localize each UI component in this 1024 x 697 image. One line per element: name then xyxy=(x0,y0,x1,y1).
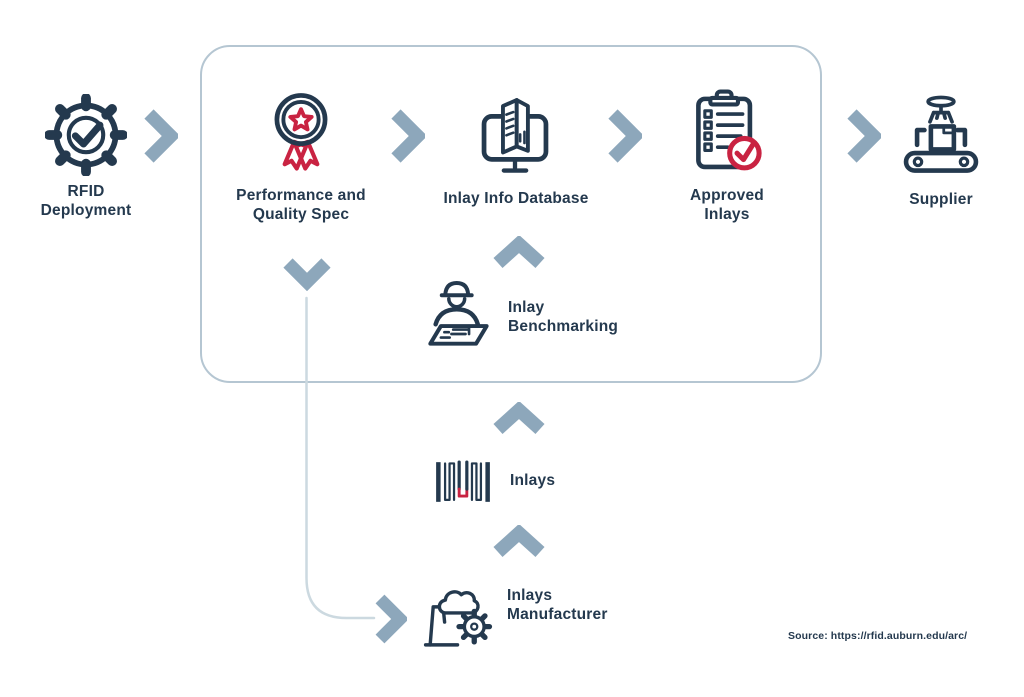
arrow-right-icon xyxy=(608,109,642,163)
label-rfid-deployment: RFID Deployment xyxy=(40,183,132,219)
arrow-right-icon xyxy=(847,109,881,163)
label-performance-quality-spec: Performance and Quality Spec xyxy=(236,187,366,223)
connector-line xyxy=(305,296,376,620)
process-boundary-box xyxy=(200,45,822,383)
arrow-right-icon xyxy=(375,594,407,644)
label-inlays: Inlays xyxy=(510,472,556,489)
arrow-up-icon xyxy=(493,236,545,269)
arrow-right-icon xyxy=(391,109,425,163)
label-approved-inlays: Approved Inlays xyxy=(690,187,764,223)
label-supplier: Supplier xyxy=(909,191,973,208)
arrow-right-icon xyxy=(144,109,178,163)
arrow-up-icon xyxy=(493,525,545,558)
rfid-inlay-icon xyxy=(436,460,490,502)
arrow-up-icon xyxy=(493,402,545,435)
label-inlays-manufacturer: Inlays Manufacturer xyxy=(507,587,608,623)
arrow-down-icon xyxy=(283,258,331,291)
conveyor-gripper-icon xyxy=(903,95,979,173)
clipboard-check-icon xyxy=(696,89,762,171)
gear-check-icon xyxy=(45,94,127,176)
factory-gear-icon xyxy=(423,590,493,647)
label-inlay-info-database: Inlay Info Database xyxy=(443,190,589,207)
source-credit: Source: https://rfid.auburn.edu/arc/ xyxy=(788,630,968,642)
award-ribbon-icon xyxy=(274,93,328,171)
database-monitor-icon xyxy=(481,98,549,173)
engineer-blueprint-icon xyxy=(428,280,489,346)
label-inlay-benchmarking: Inlay Benchmarking xyxy=(508,299,619,335)
